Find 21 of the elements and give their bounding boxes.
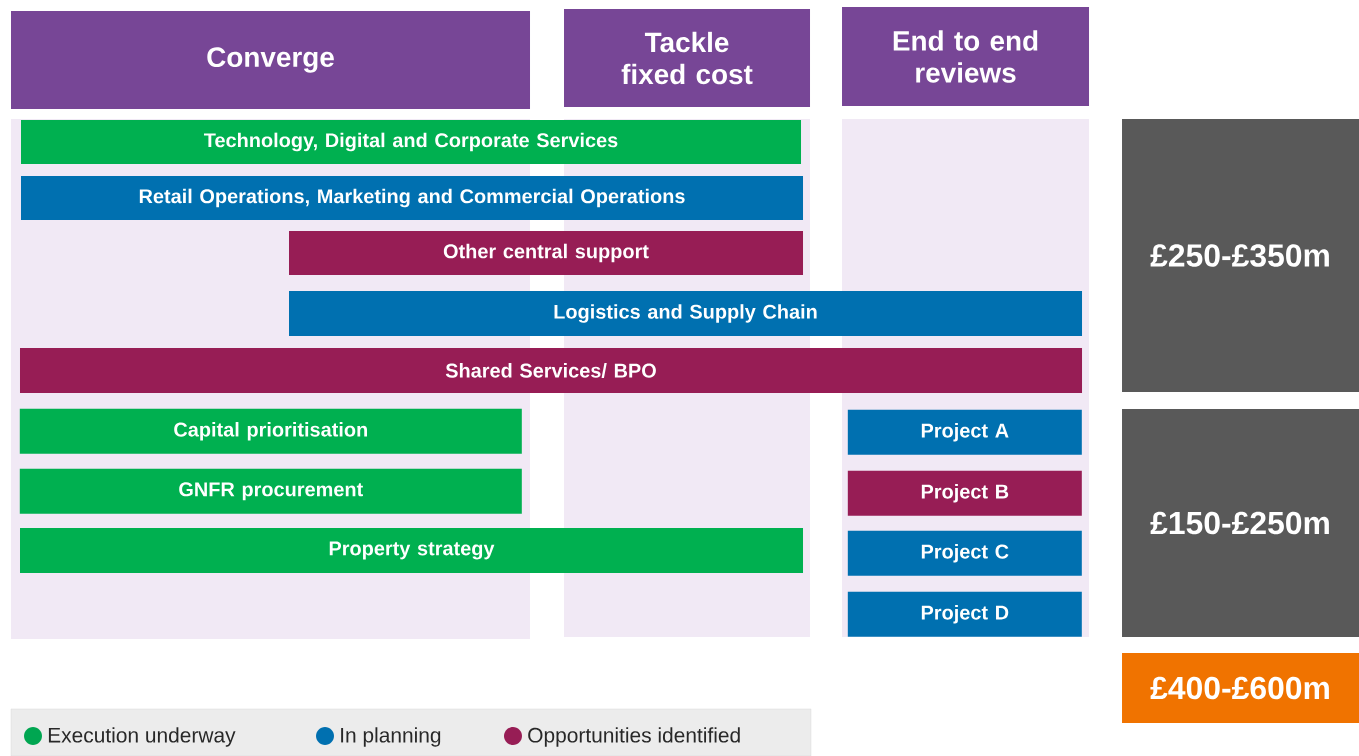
workstream-bar: Other central support (289, 231, 803, 275)
workstream-bar: Retail Operations, Marketing and Commercial Operations (21, 176, 803, 220)
workstream-bar: Logistics and Supply Chain (289, 291, 1082, 336)
savings-box: £150-£250m (1122, 409, 1359, 637)
workstream-bar: GNFR procurement (19, 468, 522, 514)
savings-box: £250-£350m (1122, 119, 1359, 392)
legend-label: Opportunities identified (528, 727, 740, 747)
column-header: End to end reviews (842, 7, 1089, 106)
workstream-bar: Project A (847, 409, 1082, 455)
workstream-bar: Project C (847, 530, 1082, 576)
legend-label: In planning (341, 727, 441, 747)
workstream-bar: Project B (847, 470, 1082, 516)
workstream-bar: Project D (847, 591, 1082, 637)
column-header: Tackle fixed cost (564, 9, 810, 107)
column-header: Converge (11, 11, 530, 109)
workstream-bar: Technology, Digital and Corporate Services (21, 120, 801, 164)
workstream-bar: Property strategy (20, 528, 803, 573)
workstream-bar: Shared Services/ BPO (20, 348, 1082, 393)
savings-box: £400-£600m (1122, 653, 1359, 723)
legend-label: Execution underway (48, 727, 236, 747)
workstream-bar: Capital prioritisation (19, 408, 522, 454)
